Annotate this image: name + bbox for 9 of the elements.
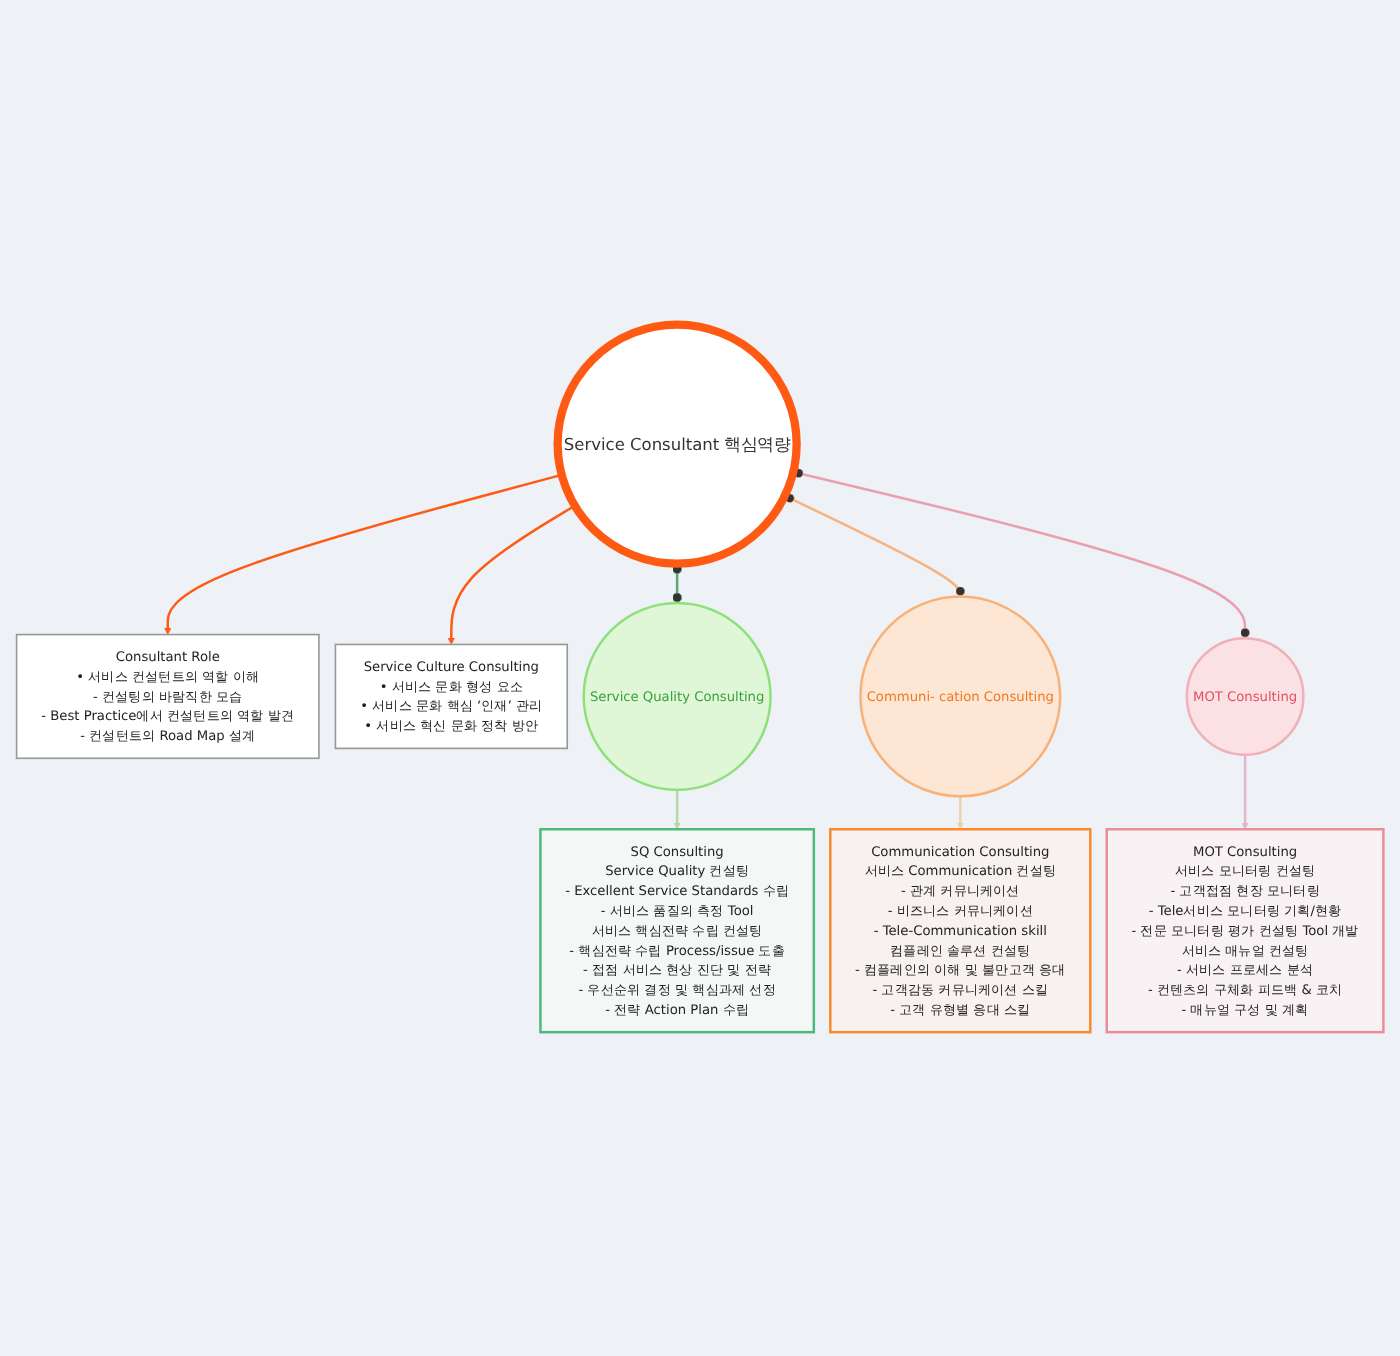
arrow <box>956 795 964 830</box>
arrow <box>447 504 576 645</box>
connector <box>784 492 966 597</box>
arrow <box>1241 754 1249 830</box>
connector <box>672 563 683 603</box>
connector <box>793 467 1251 638</box>
arrow <box>164 473 562 635</box>
arrow <box>673 789 681 830</box>
node-circle: Service Consultant 핵심역량 <box>553 320 801 568</box>
